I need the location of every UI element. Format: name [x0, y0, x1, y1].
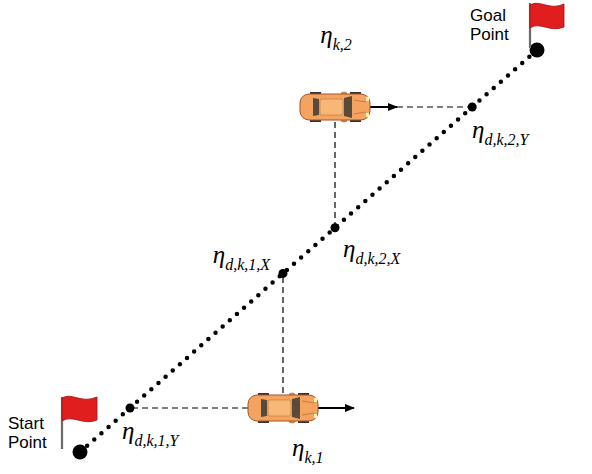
- dashed-line: [334, 122, 335, 228]
- start-flag: [62, 396, 97, 449]
- car-icon: [300, 92, 370, 122]
- dashed-line: [397, 106, 472, 107]
- car-icon: [248, 393, 318, 423]
- state-label: ηk,1: [292, 435, 324, 471]
- point-label: ηd,k,1,Y: [122, 418, 178, 454]
- projection-lines: [130, 107, 472, 408]
- dotted-path: [80, 50, 537, 452]
- flag-cloth: [530, 3, 564, 28]
- point-label: Goal Point: [470, 6, 522, 44]
- goal-flag: [530, 3, 564, 48]
- point-label: ηd,k,1,X: [213, 242, 270, 278]
- path-point: [468, 103, 477, 112]
- point-label: ηd,k,2,Y: [472, 117, 528, 153]
- path-point: [279, 269, 288, 278]
- flag-cloth: [62, 396, 97, 421]
- start-point: [73, 445, 88, 460]
- heading-arrow: [370, 106, 397, 108]
- point-label: ηd,k,2,X: [343, 236, 400, 272]
- heading-arrow: [318, 407, 354, 409]
- path-point: [126, 404, 135, 413]
- projection-points: [126, 103, 477, 413]
- point-label: Start Point: [8, 414, 60, 452]
- dashed-line: [282, 273, 283, 393]
- state-label: ηk,2: [320, 22, 352, 58]
- goal-point: [530, 43, 545, 58]
- path-point: [331, 223, 340, 232]
- dashed-line: [130, 407, 248, 408]
